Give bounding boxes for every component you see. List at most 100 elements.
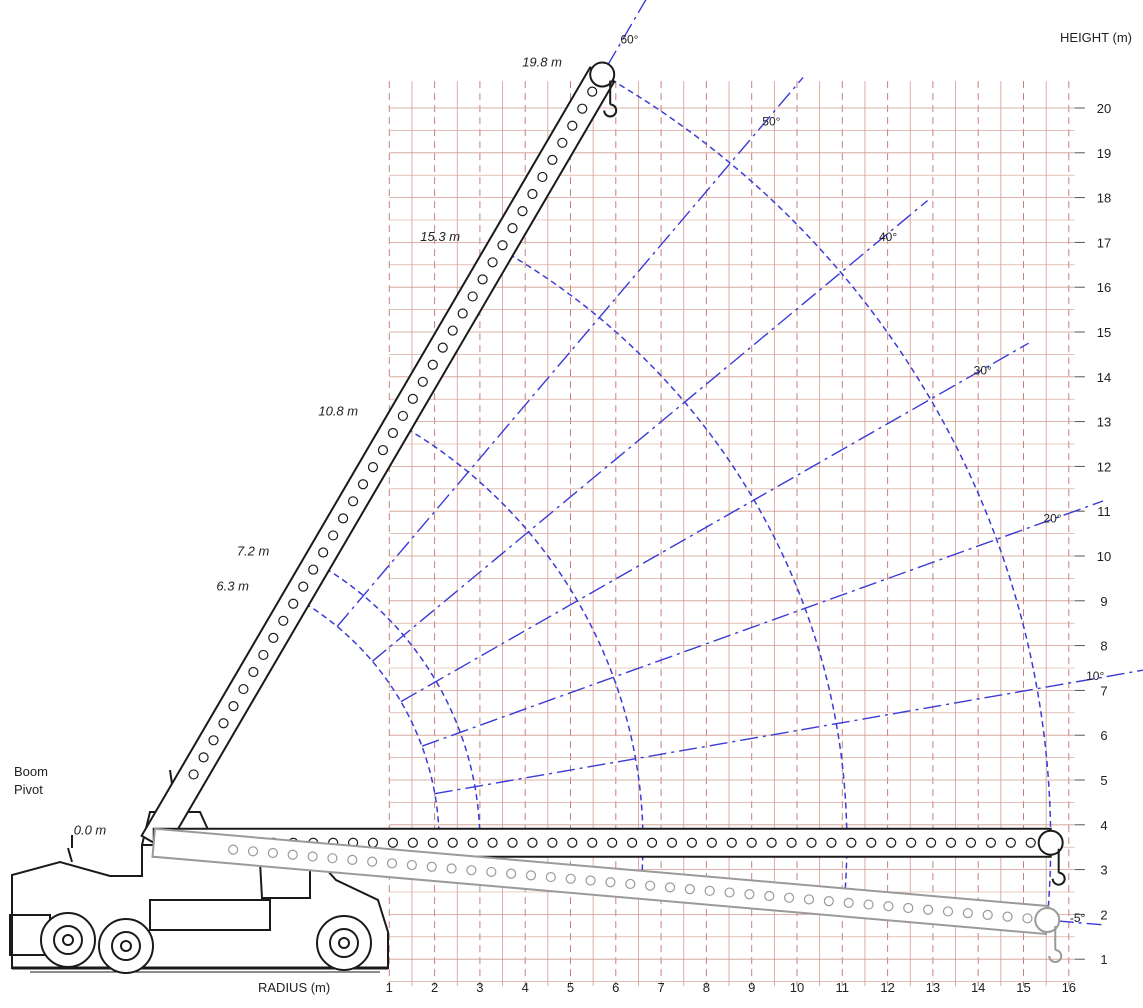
boom-tip — [1037, 829, 1064, 856]
boom-hole — [228, 844, 239, 855]
x-tick-label: 7 — [657, 980, 664, 995]
boom-body — [151, 827, 1050, 936]
boom-hole — [786, 837, 797, 848]
y-tick-label: 17 — [1097, 235, 1111, 250]
boom-hole — [666, 837, 678, 848]
length-guide-arc — [601, 73, 1052, 921]
boom-hole — [706, 837, 717, 848]
y-tick-label: 20 — [1097, 101, 1111, 116]
boom-hole — [645, 880, 656, 891]
boom-hole — [686, 837, 698, 848]
y-tick-label: 11 — [1097, 504, 1111, 519]
boom-hole — [565, 873, 576, 884]
boom-length-label: 10.8 m — [318, 404, 358, 419]
boom-hole — [525, 870, 537, 881]
boom-hole — [497, 240, 508, 251]
boom-hole — [318, 547, 329, 558]
boom-hole — [826, 837, 837, 848]
boom-hole — [664, 882, 676, 893]
boom-hole — [883, 901, 894, 912]
boom-hole — [823, 896, 834, 907]
boom-hole — [467, 291, 478, 302]
boom-hole — [467, 837, 478, 848]
boom-hole — [208, 735, 219, 746]
boom-angle-label: 10° — [1086, 669, 1104, 683]
x-tick-label: 14 — [971, 980, 985, 995]
boom-hole — [863, 899, 874, 910]
boom-length-label: 6.3 m — [216, 578, 249, 593]
boom-hole — [387, 427, 399, 439]
boom-hole — [585, 875, 596, 886]
boom-hole — [784, 892, 795, 903]
boom-hole — [726, 837, 737, 848]
angle-guide-line — [371, 200, 929, 662]
y-tick-label: 10 — [1097, 549, 1111, 564]
boom-hole — [903, 902, 914, 914]
boom-hole — [486, 866, 497, 878]
boom-hole — [347, 854, 358, 866]
boom-hole — [377, 444, 389, 456]
boom-hole — [288, 598, 299, 609]
boom-hole — [567, 837, 578, 848]
boom-hole — [567, 120, 578, 131]
angle-guide-line — [400, 342, 1029, 703]
boom-hole — [704, 885, 715, 896]
length-guide-arc — [316, 562, 481, 871]
boom-hole — [646, 837, 658, 848]
boom-hole — [307, 851, 318, 862]
x-tick-label: 13 — [926, 980, 940, 995]
boom-hole — [886, 837, 897, 848]
boom-angle-label: 40° — [879, 230, 897, 244]
boom-hole — [437, 342, 448, 353]
boom-hole — [962, 908, 973, 919]
boom-hole — [426, 861, 437, 872]
length-guide-arc — [397, 423, 644, 885]
boom-hole — [457, 308, 468, 319]
length-guide-arc — [499, 248, 848, 903]
y-tick-label: 5 — [1100, 773, 1107, 788]
x-tick-label: 10 — [790, 980, 804, 995]
boom-hole — [466, 865, 477, 876]
boom-hole — [945, 837, 957, 848]
boom-hole — [387, 837, 399, 848]
boom-hole — [397, 410, 408, 422]
y-tick-label: 7 — [1100, 683, 1107, 698]
y-tick-label: 4 — [1100, 818, 1107, 833]
boom-length-label: 0.0 m — [74, 823, 107, 838]
boom-hole — [724, 887, 735, 898]
boom-hole — [1025, 837, 1036, 848]
boom-hole — [557, 137, 568, 148]
boom-hole — [367, 462, 379, 473]
boom-length-label: 7.2 m — [237, 543, 270, 558]
boom-hole — [298, 581, 309, 592]
truck-carrier — [9, 769, 389, 974]
x-axis-title: RADIUS (m) — [258, 980, 330, 995]
y-tick-label: 13 — [1097, 415, 1111, 430]
boom-hole — [806, 837, 817, 848]
x-tick-label: 5 — [567, 980, 574, 995]
boom-hole — [587, 837, 598, 848]
boom-hole — [268, 632, 279, 643]
boom-angle-label: 50° — [762, 114, 780, 128]
boom-hole — [1002, 911, 1013, 922]
boom-angle-label: 20° — [1043, 511, 1061, 525]
boom-hole — [188, 769, 199, 780]
boom-hole — [1005, 837, 1016, 848]
boom-hole — [766, 837, 777, 848]
y-tick-label: 16 — [1097, 280, 1111, 295]
boom-hole — [866, 837, 877, 848]
boom-hole — [925, 837, 937, 848]
boom-body — [140, 66, 616, 852]
boom-hole — [327, 853, 338, 864]
boom-tip — [589, 61, 616, 88]
boom-hole — [547, 154, 558, 165]
boom-tip — [1034, 907, 1061, 934]
boom-raised — [140, 61, 618, 852]
boom-hole — [357, 479, 369, 490]
boom-length-label: 15.3 m — [420, 229, 460, 244]
boom-hole — [447, 837, 458, 848]
boom-angle-label: 60° — [620, 32, 638, 46]
boom-hole — [906, 837, 917, 848]
